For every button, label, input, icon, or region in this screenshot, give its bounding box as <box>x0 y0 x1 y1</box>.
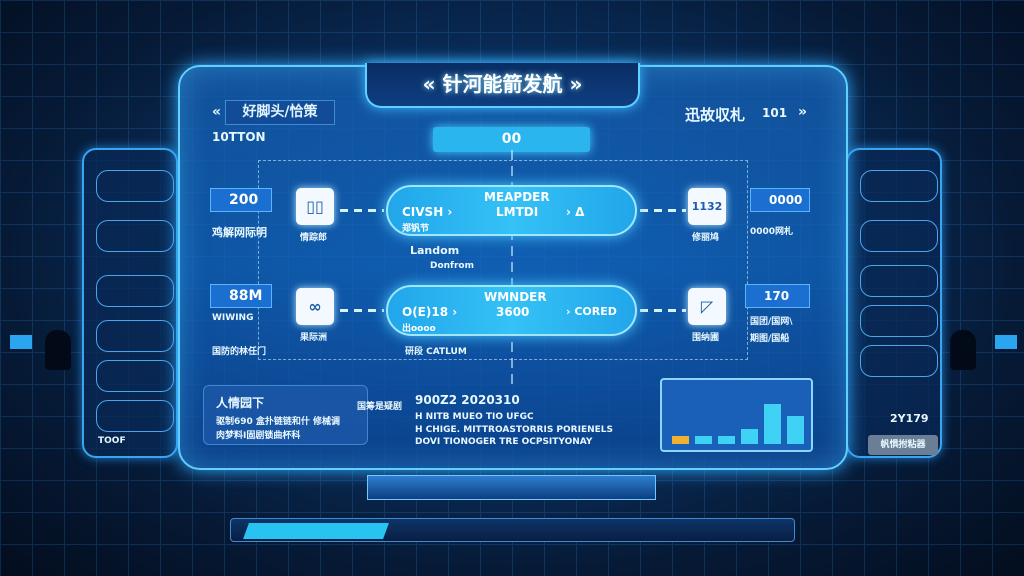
right-side-panel: 2Y179 帆惧拊粘器 <box>846 148 942 458</box>
info-line: H NITB MUEO TIO UFGC <box>415 412 534 422</box>
left-stat-box: 200 <box>210 188 272 212</box>
side-row[interactable] <box>96 170 174 202</box>
side-row[interactable] <box>860 170 938 202</box>
node-right-text: › Δ <box>566 205 585 219</box>
node-sub: LMTDI <box>496 205 539 219</box>
left-stat-label: 鸡解网际明 <box>212 226 267 239</box>
connector <box>640 209 686 212</box>
chart-bar <box>764 404 781 444</box>
folder-icon[interactable]: ◸ <box>688 288 726 325</box>
right-stat-label: 0000网札 <box>750 227 794 237</box>
display-stand <box>367 475 656 500</box>
side-row[interactable] <box>96 360 174 392</box>
top-right-label: 迅故収札 <box>685 106 746 124</box>
side-row[interactable] <box>96 220 174 252</box>
icon-label: 围纳圃 <box>692 333 720 343</box>
right-stat-label: 国团/国网\ <box>750 317 793 327</box>
top-right-value: 101 <box>762 106 788 120</box>
left-stat-label: WIWING <box>212 313 254 323</box>
side-row[interactable] <box>96 320 174 352</box>
bottom-control-bar <box>230 518 795 542</box>
left-side-panel: TOOF <box>82 148 178 458</box>
side-row[interactable] <box>96 400 174 432</box>
info-line: H CHIGE. MITTROASTORRIS PORIENELS <box>415 425 613 435</box>
page-title: « 针河能箭发航 » <box>422 72 583 96</box>
right-node-box[interactable]: 1132 <box>688 188 726 225</box>
operator-silhouette <box>950 330 976 370</box>
node-left-text: O(E)18 › <box>402 305 458 319</box>
node-left-sub: 出oooo <box>402 324 436 334</box>
info-card: 人情园下 驱制690 盒扑链链和什 修械调 肉梦料I固剧锁曲杯科 <box>203 385 368 445</box>
side-note: 国筹是疑剧 <box>357 402 403 412</box>
monitor <box>995 335 1017 349</box>
code-label: 10TTON <box>212 130 266 144</box>
side-row[interactable] <box>860 220 938 252</box>
mid-label: Landom <box>410 244 460 257</box>
back-icon[interactable]: « <box>212 104 222 120</box>
node-title: MEAPDER <box>484 190 550 204</box>
connector <box>640 309 686 312</box>
icon-label: 修丽鸠 <box>692 233 720 243</box>
side-row[interactable] <box>860 345 938 377</box>
left-panel-footer: TOOF <box>98 436 126 446</box>
mid-label-2: Donfrom <box>430 261 474 271</box>
right-panel-value: 2Y179 <box>890 412 929 425</box>
chart-bar <box>672 436 689 444</box>
info-heading: 900Z2 2020310 <box>415 393 520 407</box>
left-stat-box: 88M <box>210 284 272 308</box>
chart-bar <box>695 436 712 444</box>
right-stat-box: 170 <box>745 284 810 308</box>
operator-silhouette <box>45 330 71 370</box>
chart-bar <box>718 436 735 444</box>
side-row[interactable] <box>96 275 174 307</box>
icon-label: 情踪郎 <box>300 233 328 243</box>
right-stat-box: 0000 <box>750 188 810 212</box>
info-line: DOVI TIONOGER TRE OCPSITYONAY <box>415 437 593 447</box>
card-line: 肉梦料I固剧锁曲杯科 <box>216 431 301 441</box>
header: « 针河能箭发航 » <box>365 63 640 108</box>
node-sub: 3600 <box>496 305 530 319</box>
side-row[interactable] <box>860 265 938 297</box>
progress-block[interactable] <box>243 523 389 539</box>
node-title: WMNDER <box>484 290 547 304</box>
side-row[interactable] <box>860 305 938 337</box>
node-left-sub: 郑钒节 <box>402 224 430 234</box>
chart-widget[interactable] <box>660 378 813 452</box>
node-right-text: › CORED <box>566 305 617 318</box>
node-left-text: CIVSH › <box>402 205 453 219</box>
icon-label: 果际洲 <box>300 333 328 343</box>
chart-bar <box>741 429 758 444</box>
link-icon[interactable]: ∞ <box>296 288 334 325</box>
flow-node-1[interactable]: CIVSH › 郑钒节 MEAPDER LMTDI › Δ <box>386 185 637 236</box>
connector <box>340 209 384 212</box>
flow-node-2[interactable]: O(E)18 › 出oooo WMNDER 3600 › CORED <box>386 285 637 336</box>
right-panel-button[interactable]: 帆惧拊粘器 <box>868 435 938 455</box>
card-title: 人情园下 <box>216 396 265 410</box>
center-divider <box>511 150 513 390</box>
card-line: 驱制690 盒扑链链和什 修械调 <box>216 417 341 427</box>
lower-center-note: 研段 CATLUM <box>405 347 467 357</box>
document-icon[interactable]: ▯▯ <box>296 188 334 225</box>
forward-icon[interactable]: » <box>798 104 808 120</box>
lower-left-note: 国防的林任门 <box>212 347 267 357</box>
top-left-label[interactable]: 好脚头/恰策 <box>225 100 335 125</box>
top-counter[interactable]: 00 <box>433 127 590 152</box>
right-stat-label: 期图/国船 <box>750 334 790 344</box>
flow-frame <box>258 160 748 360</box>
connector <box>340 309 384 312</box>
monitor <box>10 335 32 349</box>
chart-bar <box>787 416 804 444</box>
